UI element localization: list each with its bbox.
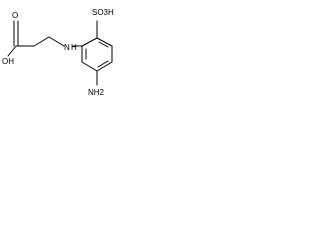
atom-h: H — [71, 43, 77, 52]
ring-bond-1 — [81, 37, 98, 47]
atom-oh: OH — [2, 57, 14, 66]
ring-double-2 — [98, 41, 109, 48]
bond-c3-n — [48, 36, 65, 47]
atom-so3h: SO3H — [92, 8, 114, 17]
bond-c2-c3 — [33, 36, 50, 47]
atom-nh2: NH2 — [88, 88, 105, 97]
atom-o-top: O — [12, 11, 18, 20]
bond-c1-oh — [7, 45, 17, 57]
atom-labels: O OH N H SO3H NH2 — [2, 8, 114, 97]
ring-bond-4 — [96, 61, 113, 72]
ring-bond-5 — [81, 61, 98, 72]
bonds — [7, 20, 113, 86]
molecule-diagram: O OH N H SO3H NH2 — [2, 8, 114, 97]
atom-n: N — [64, 43, 70, 52]
ring-bond-2 — [96, 37, 113, 47]
ring-double-3 — [97, 60, 109, 68]
